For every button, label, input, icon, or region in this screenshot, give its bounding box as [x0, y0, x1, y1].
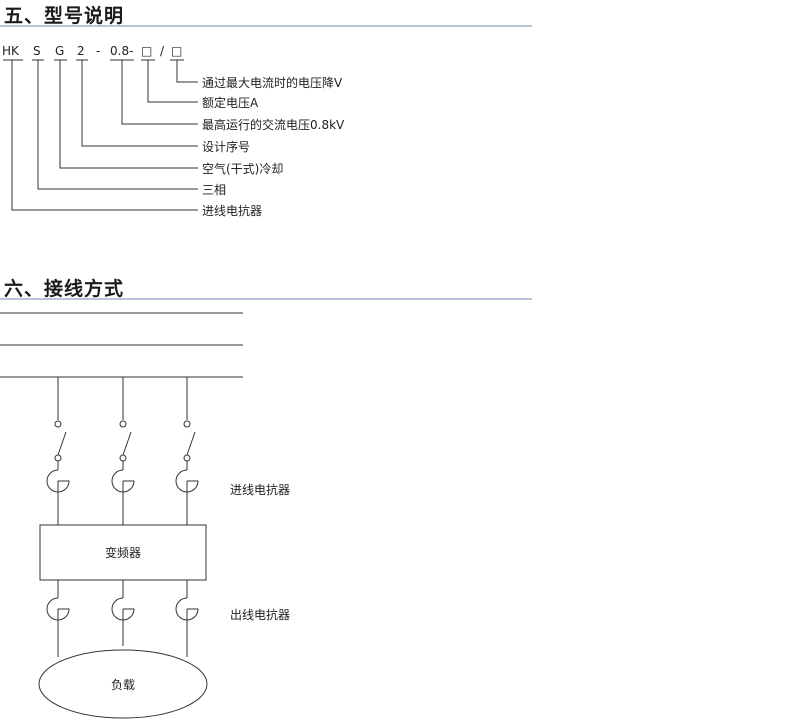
switch-b	[122, 431, 132, 456]
explain-design-serial: 设计序号	[202, 139, 250, 154]
output-reactor-a	[46, 597, 70, 621]
code-part-s: S	[33, 44, 41, 58]
section6-divider	[0, 298, 532, 300]
switch-c	[186, 431, 196, 456]
input-reactor-b	[111, 469, 135, 493]
load-label: 负载	[111, 678, 135, 692]
explain-max-voltage: 最高运行的交流电压0.8kV	[202, 117, 345, 132]
explain-rated-current: 额定电压A	[202, 95, 259, 110]
code-part-box1: □	[141, 44, 152, 58]
explain-air-cooling: 空气(干式)冷却	[202, 161, 283, 176]
input-reactor-a	[46, 469, 70, 493]
model-code-diagram: HK S G 2 - 0.8- □ / □ 通过最大电流时的电压降	[2, 44, 345, 218]
explain-voltage-drop: 通过最大电流时的电压降V	[202, 75, 343, 90]
code-part-g: G	[55, 44, 64, 58]
code-part-2: 2	[77, 44, 85, 58]
code-part-slash: /	[160, 44, 165, 58]
inverter-box	[39, 524, 207, 581]
section6-title: 六、接线方式	[4, 278, 125, 300]
output-reactor-b	[111, 597, 135, 621]
input-reactor-c	[175, 469, 199, 493]
explain-input-reactor: 进线电抗器	[202, 203, 262, 218]
wiring-diagram	[0, 312, 243, 719]
switch-a	[57, 431, 67, 456]
wiring-labels: 变频器 负载 进线电抗器 出线电抗器	[105, 482, 290, 692]
input-reactor-label: 进线电抗器	[230, 482, 290, 497]
phase-a-branch	[46, 377, 70, 657]
output-reactor-label: 出线电抗器	[230, 607, 290, 622]
load-ellipse	[38, 649, 208, 719]
leader-lines	[11, 60, 198, 211]
explain-three-phase: 三相	[202, 183, 226, 197]
code-part-voltage: 0.8-	[110, 44, 133, 58]
output-reactor-c	[175, 597, 199, 621]
phase-c-branch	[175, 377, 199, 657]
section5-title: 五、型号说明	[4, 5, 125, 27]
section5-divider	[0, 25, 532, 27]
code-part-hk: HK	[2, 44, 20, 58]
code-part-box2: □	[171, 44, 182, 58]
inverter-label: 变频器	[105, 545, 141, 560]
phase-b-branch	[111, 377, 135, 646]
code-part-dash: -	[96, 44, 100, 58]
